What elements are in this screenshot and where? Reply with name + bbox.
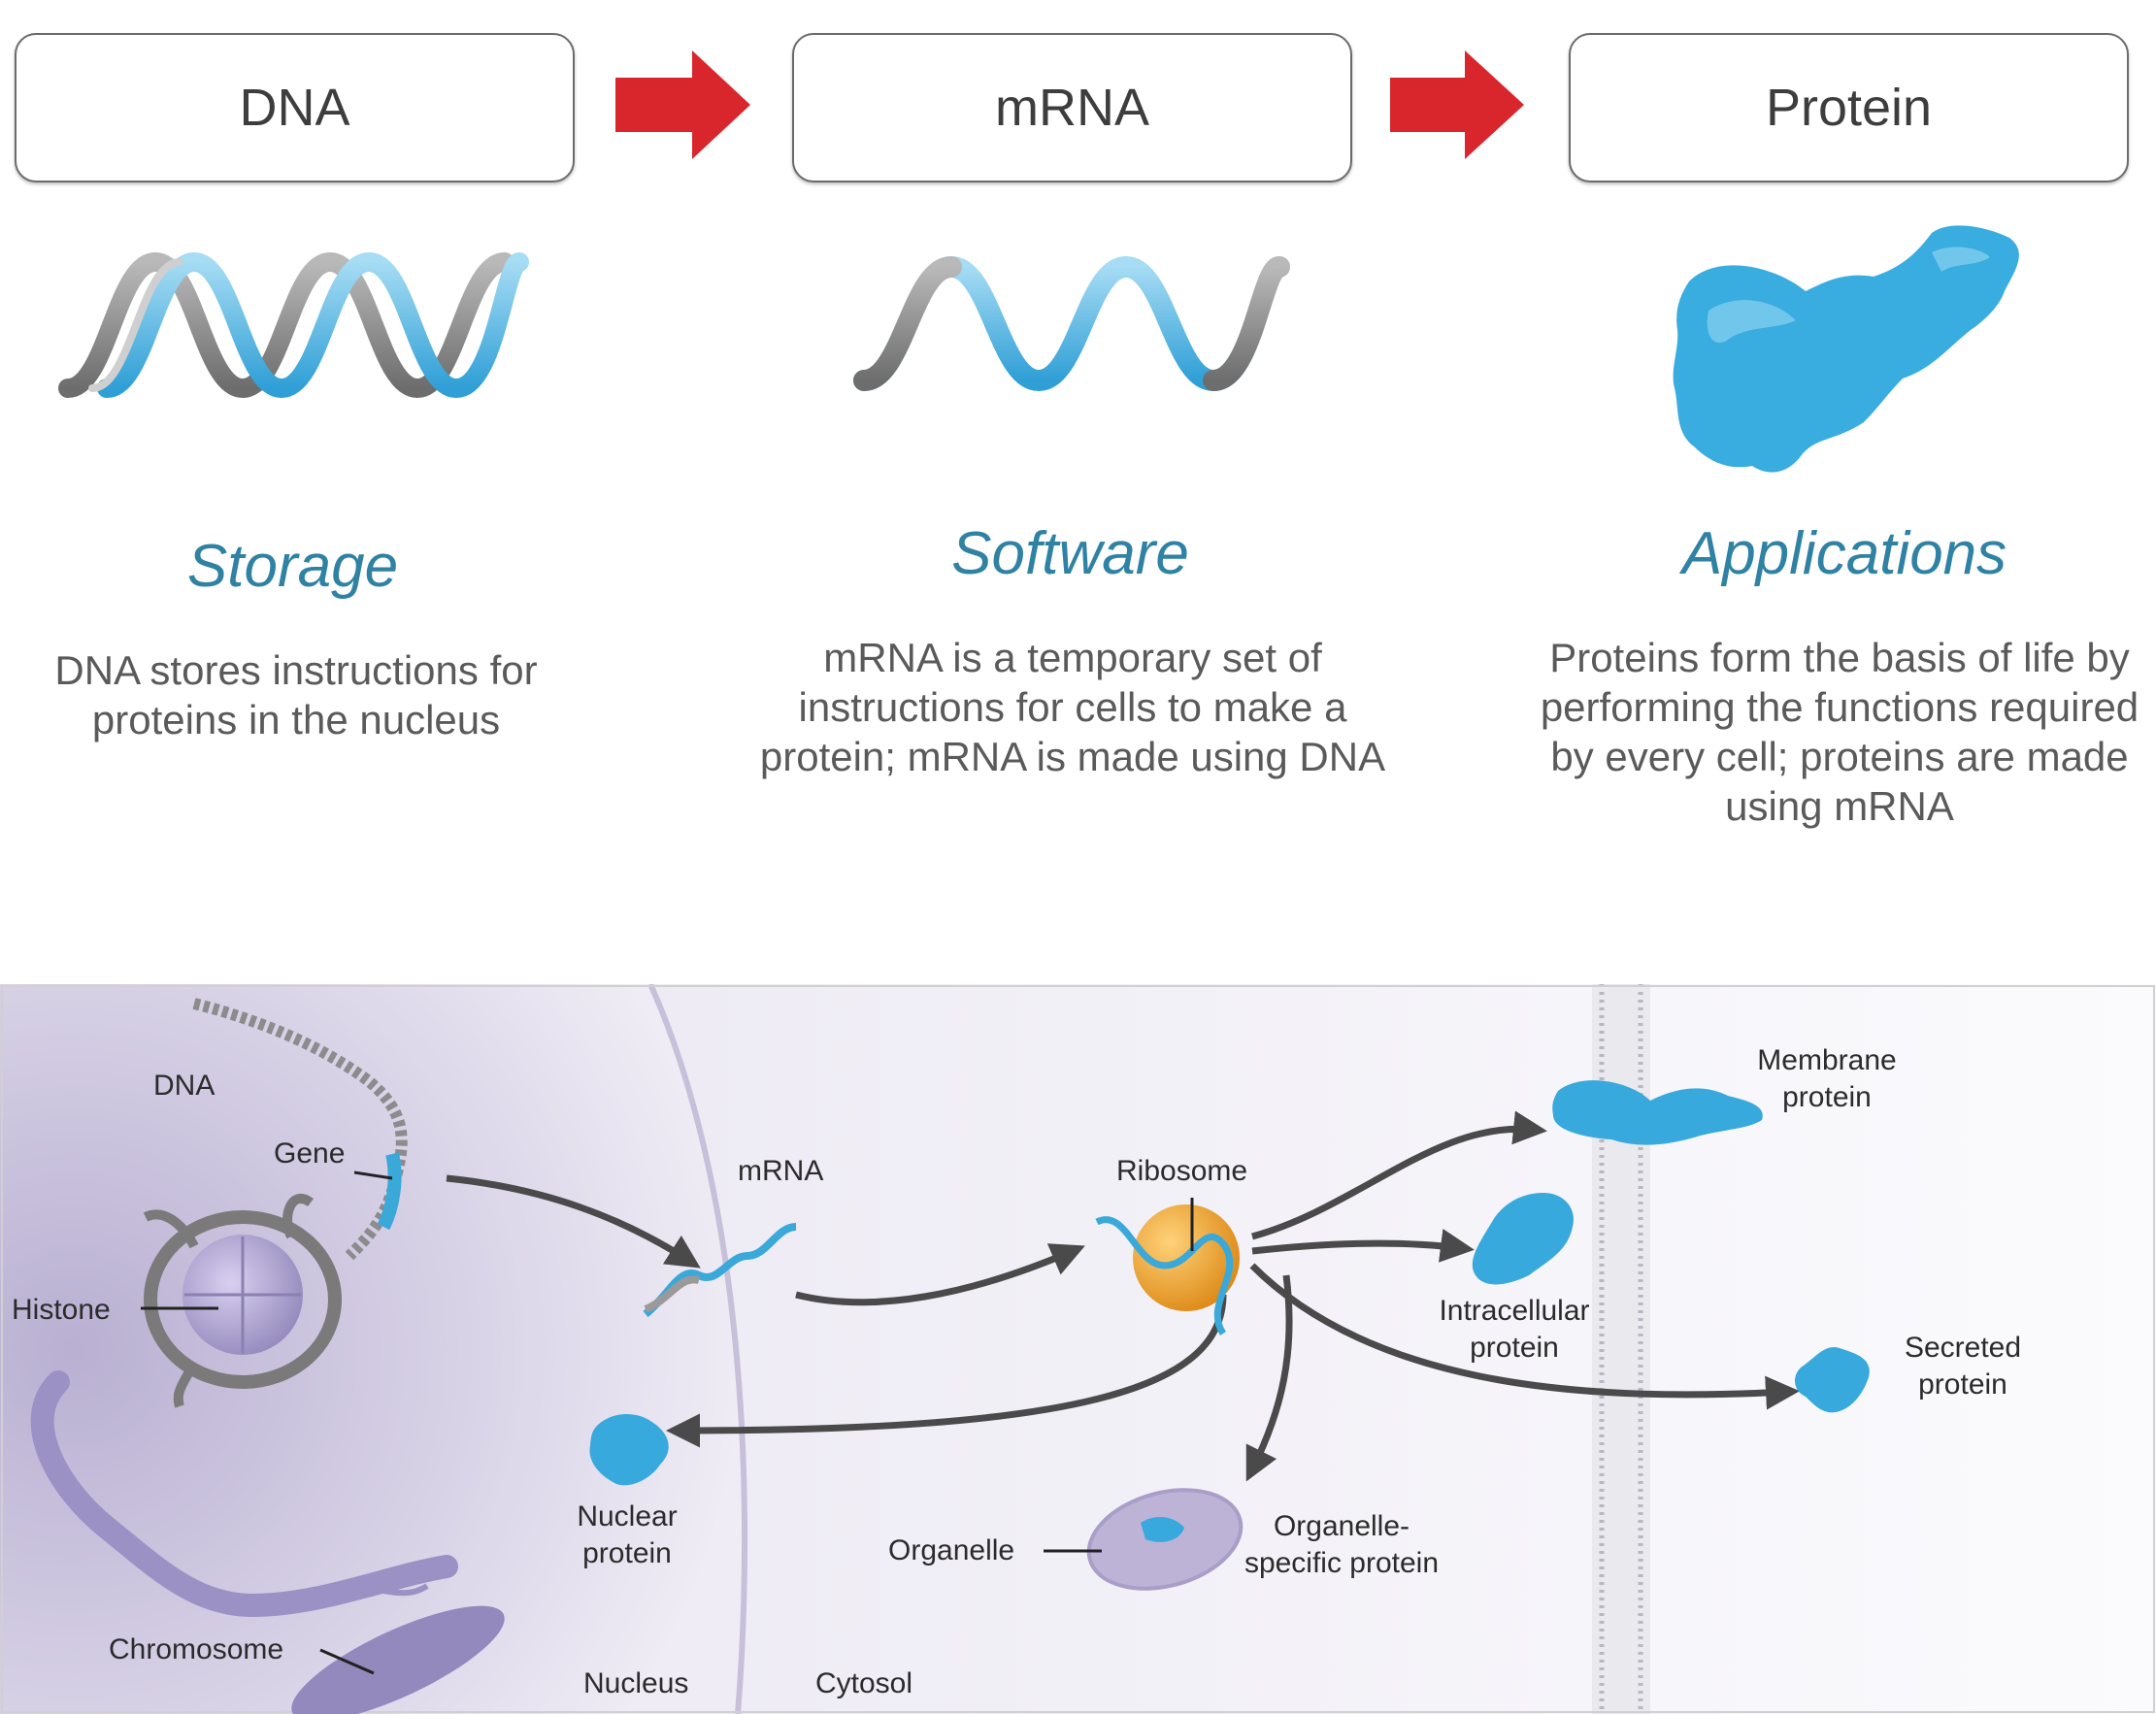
nuclear-membrane	[647, 984, 748, 1714]
organelle-protein-icon	[1141, 1516, 1184, 1542]
dna-box: DNA	[15, 33, 575, 182]
storage-description: DNA stores instructions for proteins in …	[5, 645, 587, 744]
histone-complex	[143, 1194, 342, 1408]
applications-description: Proteins form the basis of life by perfo…	[1524, 633, 2155, 831]
nuclear-protein-label-line1: Nuclear	[577, 1500, 677, 1533]
to-membrane-arrow	[1251, 1110, 1547, 1240]
protein-box: Protein	[1569, 33, 2129, 182]
mrna-strand-icon	[853, 255, 1290, 392]
membrane-protein-label-line1: Membrane	[1757, 1044, 1896, 1076]
chromosome-label: Chromosome	[109, 1633, 283, 1665]
gene-to-mrna-arrow	[446, 1174, 701, 1269]
right-arrow-icon	[615, 50, 750, 159]
intracellular-protein-label-line2: protein	[1470, 1332, 1559, 1364]
dna-box-label: DNA	[239, 79, 350, 137]
software-caption: Software	[951, 520, 1189, 587]
nucleus-label: Nucleus	[583, 1667, 688, 1699]
membrane-protein-label-line2: protein	[1782, 1081, 1872, 1113]
ribosome-label: Ribosome	[1116, 1155, 1247, 1187]
ribosome-mrna	[1095, 1216, 1234, 1335]
mrna-box-label: mRNA	[995, 79, 1149, 137]
organelle-protein-label-line1: Organelle-	[1274, 1510, 1410, 1542]
mrna-label: mRNA	[738, 1155, 823, 1187]
gene-leader	[353, 1170, 393, 1180]
organelle-label: Organelle	[888, 1534, 1014, 1566]
chromatin-coil	[250, 1583, 429, 1608]
nuclear-protein-label-line2: protein	[582, 1537, 672, 1569]
dna-helix-icon	[58, 251, 529, 399]
dna-label: DNA	[153, 1070, 215, 1102]
histone-label: Histone	[12, 1294, 111, 1326]
mrna-box: mRNA	[792, 33, 1352, 182]
protein-box-label: Protein	[1765, 79, 1933, 137]
illustration-frame	[1, 985, 2155, 1713]
nuclear-protein-icon	[589, 1414, 669, 1486]
description-line: proteins in the nucleus	[91, 697, 501, 742]
cytosol-label: Cytosol	[815, 1667, 912, 1699]
gene-label: Gene	[274, 1137, 345, 1170]
description-line: by every cell; proteins are made	[1550, 734, 2129, 779]
description-line: performing the functions required	[1540, 684, 2139, 730]
to-secreted-arrow	[1249, 1263, 1800, 1410]
chromosome-shape	[291, 1605, 505, 1714]
organelle-protein-label-line2: specific protein	[1244, 1547, 1439, 1579]
mrna-strand-end	[644, 1275, 700, 1313]
secreted-protein-icon	[1794, 1347, 1870, 1413]
membrane-protein-icon	[1552, 1080, 1763, 1145]
secreted-protein-label-line1: Secreted	[1905, 1332, 2021, 1364]
gene-segment	[377, 1152, 402, 1231]
applications-caption: Applications	[1681, 520, 2007, 587]
description-line: protein; mRNA is made using DNA	[759, 734, 1386, 779]
chromosome-leader	[319, 1648, 375, 1675]
protein-blob-icon	[1673, 225, 2019, 473]
description-line: instructions for cells to make a	[798, 684, 1347, 730]
secreted-protein-label-line2: protein	[1918, 1368, 2007, 1401]
storage-caption: Storage	[186, 533, 399, 600]
molecule-icons	[58, 225, 2019, 473]
to-intracellular-arrow	[1251, 1228, 1475, 1263]
to-organelle-arrow	[1245, 1274, 1293, 1482]
intracellular-protein-label-line1: Intracellular	[1439, 1295, 1589, 1327]
description-line: Proteins form the basis of life by	[1549, 635, 2130, 680]
to-nuclear-arrow	[666, 1294, 1227, 1448]
description-line: mRNA is a temporary set of	[823, 635, 1322, 680]
mrna-to-ribosome-arrow	[795, 1243, 1085, 1306]
protein-synthesis-illustration: DNA Gene Histone Chromosome mRNA Ribosom…	[0, 984, 2156, 1714]
description-line: using mRNA	[1725, 783, 1954, 829]
software-description: mRNA is a temporary set of instructions …	[747, 633, 1398, 781]
intracellular-protein-icon	[1472, 1193, 1574, 1285]
nucleus-region	[0, 984, 746, 1714]
description-line: DNA stores instructions for	[54, 647, 538, 693]
right-arrow-icon	[1390, 50, 1524, 159]
flow-arrows	[615, 50, 1524, 159]
